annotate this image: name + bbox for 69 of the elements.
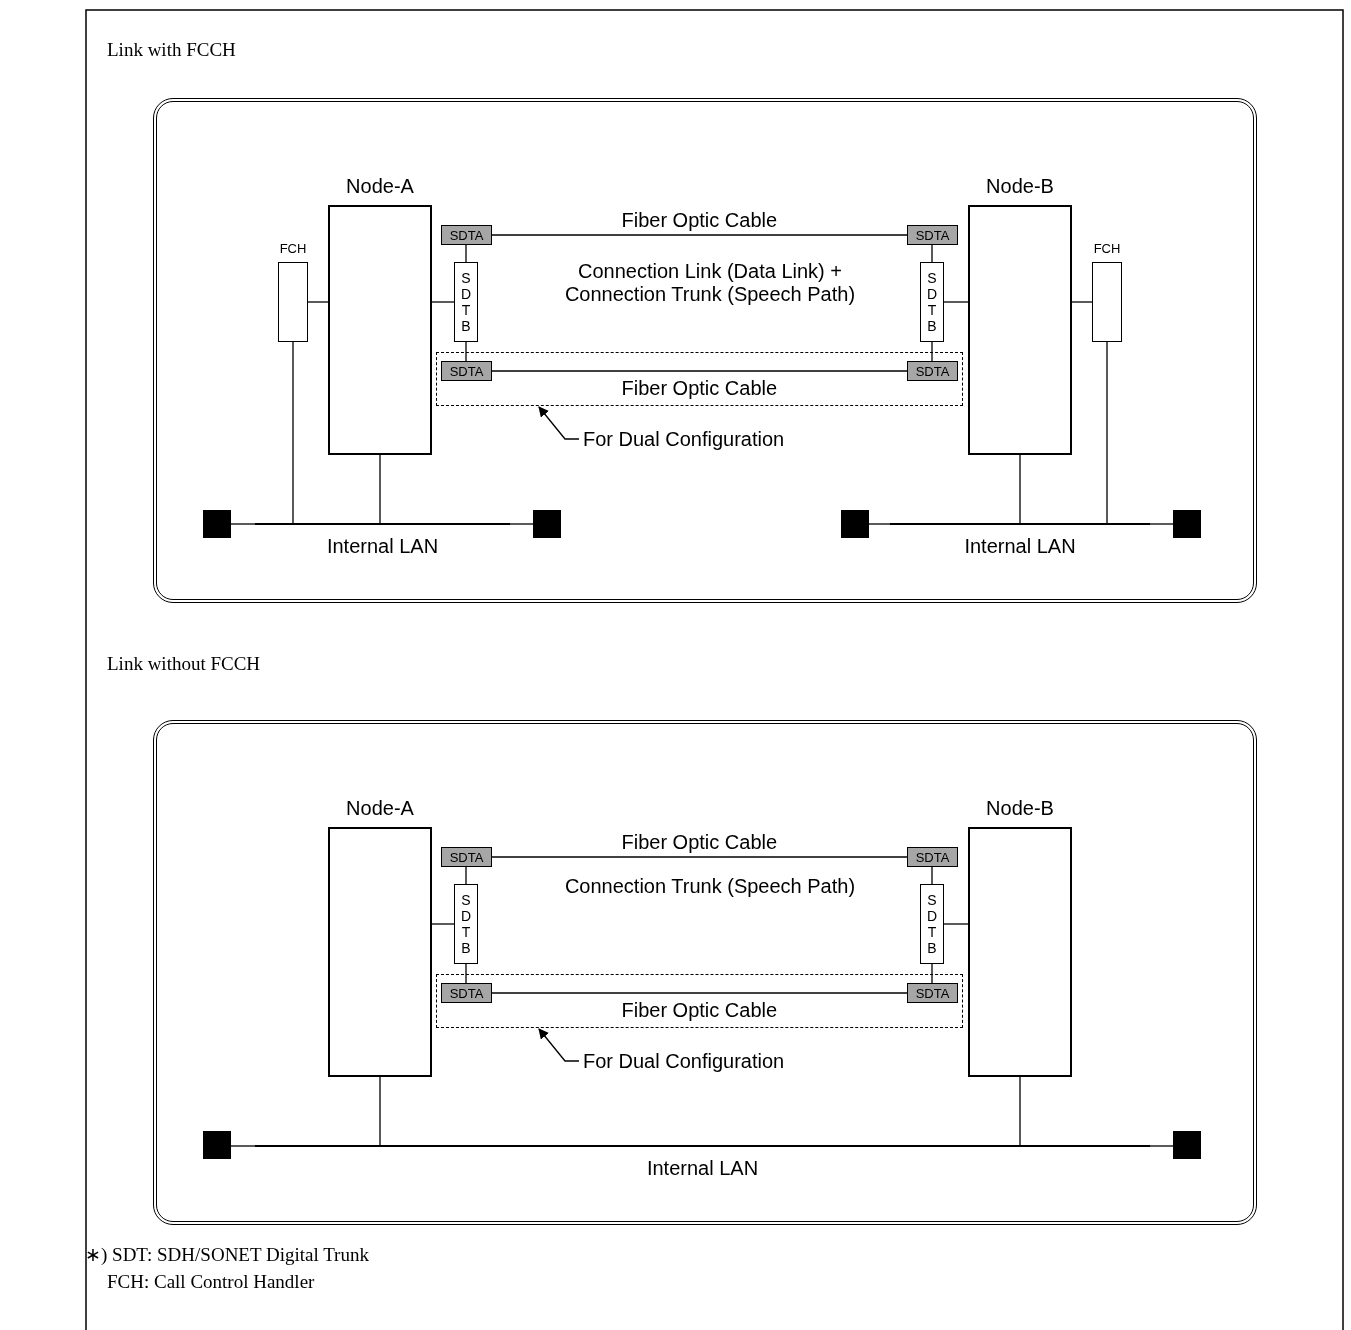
box-label: Node-B (986, 175, 1054, 198)
connector-line (931, 963, 933, 984)
connector-line (230, 1145, 256, 1147)
callout-text: For Dual Configuration (583, 1047, 843, 1075)
connector-line (1149, 523, 1174, 525)
footnote: FCH: Call Control Handler (107, 1270, 315, 1293)
terminator-block (1173, 510, 1201, 538)
interface-module: SDTA (441, 983, 492, 1003)
terminator-block (203, 1131, 231, 1159)
leader-line (538, 1028, 580, 1062)
box-label: Node-B (986, 797, 1054, 820)
box-label: Node-A (346, 797, 414, 820)
connector-line (431, 301, 455, 303)
interface-module: SDTA (441, 361, 492, 381)
interface-module: SDTA (907, 847, 958, 867)
connector-line (1019, 1076, 1021, 1146)
connector-line (379, 454, 381, 524)
bus-label: Internal LAN (646, 1157, 759, 1180)
connector-line (491, 992, 908, 994)
interface-card: SDTB (920, 884, 944, 964)
interface-card: SDTB (920, 262, 944, 342)
connector-line (491, 234, 908, 236)
terminator-block (1173, 1131, 1201, 1159)
connector-line (509, 523, 534, 525)
connector-line (307, 301, 329, 303)
connector-line (943, 923, 969, 925)
connector-line (1106, 341, 1108, 524)
footnote: ∗) SDT: SDH/SONET Digital Trunk (85, 1243, 369, 1266)
callout-text: For Dual Configuration (583, 425, 843, 453)
connector-line (931, 244, 933, 263)
box-label: FCH (1093, 241, 1121, 256)
connector-line (465, 963, 467, 984)
connector-line (1149, 1145, 1174, 1147)
panel-title: Link without FCCH (107, 652, 261, 675)
connector-line (1071, 301, 1093, 303)
connector-line (491, 370, 908, 372)
interface-module: SDTA (907, 361, 958, 381)
panel-frame (153, 720, 1257, 1225)
box-label: Node-A (346, 175, 414, 198)
connector-line (943, 301, 969, 303)
bus-label: Internal LAN (964, 535, 1076, 558)
connector-line (230, 523, 256, 525)
connector-line (292, 341, 294, 524)
interface-card: SDTB (454, 884, 478, 964)
connector-line (465, 866, 467, 885)
connector-line (379, 1076, 381, 1146)
connector-line (931, 341, 933, 362)
connector-line (1019, 454, 1021, 524)
interface-module: SDTA (441, 225, 492, 245)
leader-line (538, 406, 580, 440)
link-description: Connection Trunk (Speech Path) (563, 875, 857, 898)
interface-module: SDTA (907, 225, 958, 245)
interface-module: SDTA (441, 847, 492, 867)
panel-title: Link with FCCH (107, 38, 236, 61)
connector-line (868, 523, 891, 525)
interface-card: SDTB (454, 262, 478, 342)
box-label: FCH (279, 241, 307, 256)
terminator-block (841, 510, 869, 538)
terminator-block (533, 510, 561, 538)
bus-label: Internal LAN (326, 535, 439, 558)
interface-module: SDTA (907, 983, 958, 1003)
connector-line (931, 866, 933, 885)
connector-line (491, 856, 908, 858)
connector-line (431, 923, 455, 925)
connector-line (465, 244, 467, 263)
terminator-block (203, 510, 231, 538)
link-description: Connection Link (Data Link) + Connection Trunk (Speech Path) (563, 260, 857, 306)
connector-line (465, 341, 467, 362)
panel-frame (153, 98, 1257, 603)
